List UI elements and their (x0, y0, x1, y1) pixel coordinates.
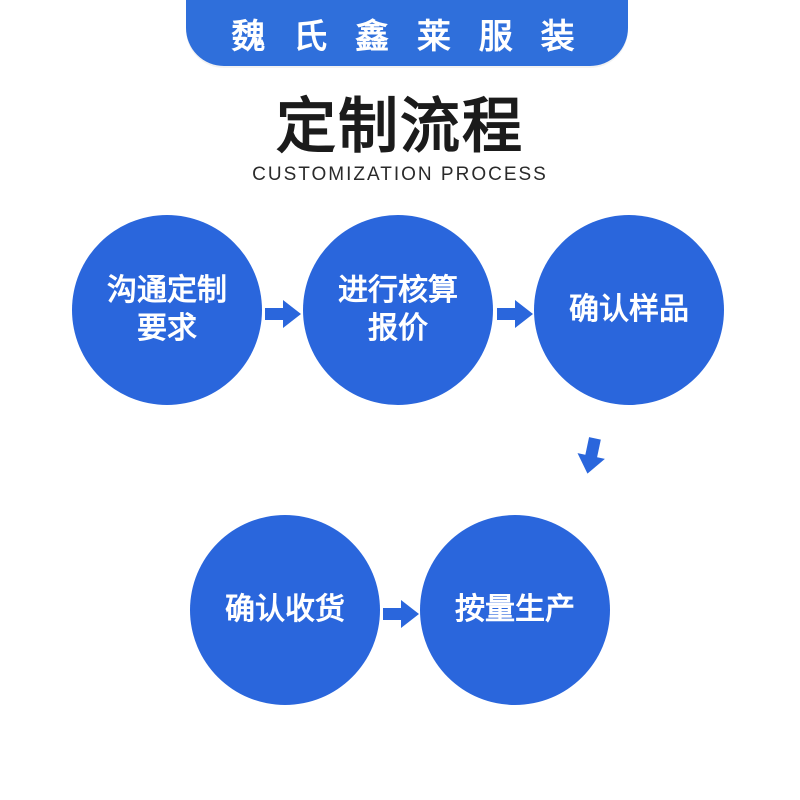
step-circle-confirm-receipt: 确认收货 (190, 515, 380, 705)
arrow-right-icon (265, 300, 303, 328)
step-label: 确认样品 (569, 292, 689, 327)
brand-name: 魏 氏 鑫 莱 服 装 (231, 16, 583, 57)
page-subtitle: CUSTOMIZATION PROCESS (252, 164, 548, 185)
page-title: 定制流程 (276, 92, 524, 162)
page-title-block: 定制流程 CUSTOMIZATION PROCESS (0, 92, 800, 188)
step-label: 沟通定制要求 (107, 273, 227, 346)
step-circle-confirm-sample: 确认样品 (534, 215, 724, 405)
arrow-right-icon (497, 300, 535, 328)
step-label: 按量生产 (455, 592, 575, 627)
step-circle-communicate-requirements: 沟通定制要求 (72, 215, 262, 405)
step-label: 进行核算报价 (338, 273, 458, 346)
step-circle-mass-production: 按量生产 (420, 515, 610, 705)
step-circle-quote: 进行核算报价 (303, 215, 493, 405)
arrow-right-icon (383, 600, 421, 628)
brand-banner: 魏 氏 鑫 莱 服 装 (186, 0, 628, 66)
step-label: 确认收货 (225, 592, 345, 627)
arrow-down-icon (573, 436, 608, 479)
